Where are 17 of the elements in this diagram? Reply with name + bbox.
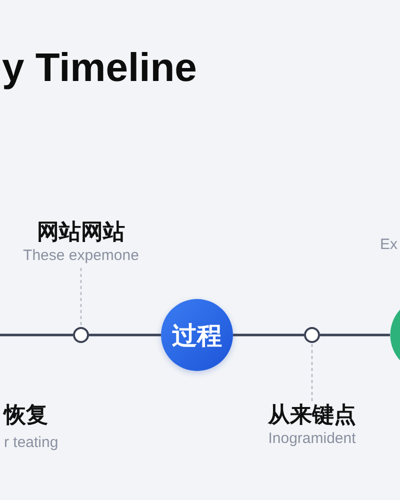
ring-icon bbox=[304, 327, 320, 343]
milestone-description: Ex bbox=[380, 235, 398, 255]
timeline-line bbox=[320, 334, 390, 336]
leader-line bbox=[311, 343, 313, 401]
milestone-description: r teating bbox=[4, 433, 58, 453]
timeline-line bbox=[89, 334, 161, 336]
milestone-title: 网站网站 bbox=[37, 218, 125, 246]
milestone-circle: 过程 bbox=[161, 299, 233, 371]
timeline-line bbox=[233, 334, 304, 336]
milestone-title: 恢复 bbox=[4, 401, 48, 429]
ring-icon bbox=[73, 327, 89, 343]
timeline-title: y Timeline bbox=[2, 45, 197, 92]
milestone-description: These expemone bbox=[23, 246, 139, 266]
milestone-description: Inogramident bbox=[268, 429, 356, 449]
leader-line bbox=[80, 268, 82, 327]
timeline-line bbox=[0, 334, 73, 336]
milestone-title: 从来键点 bbox=[268, 401, 356, 429]
